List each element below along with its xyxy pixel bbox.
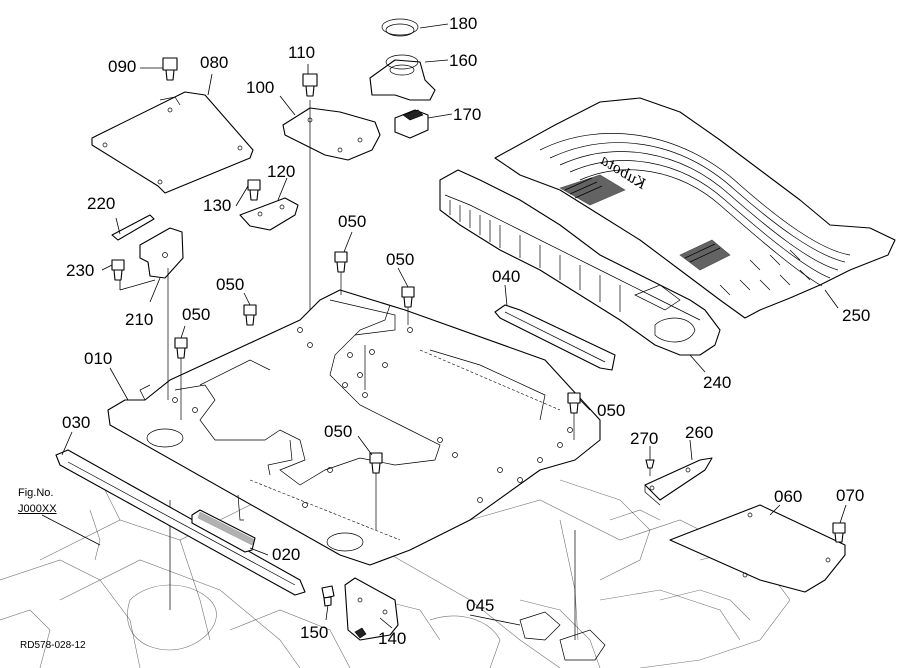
label-part-050-d[interactable]: 050 (182, 305, 211, 324)
label-part-220[interactable]: 220 (87, 194, 116, 213)
bolt-150[interactable] (321, 585, 335, 607)
label-part-180[interactable]: 180 (449, 14, 478, 33)
label-part-050-f[interactable]: 050 (324, 422, 353, 441)
label-part-040[interactable]: 040 (492, 267, 521, 286)
bolt-130[interactable] (247, 179, 261, 201)
label-part-030[interactable]: 030 (62, 413, 91, 432)
leader-lines (41, 23, 847, 629)
bar-020[interactable] (191, 509, 256, 553)
label-part-100[interactable]: 100 (246, 78, 275, 97)
label-part-070[interactable]: 070 (836, 486, 865, 505)
grommet-170[interactable] (394, 109, 429, 139)
bolt-270[interactable] (645, 459, 655, 476)
label-part-250[interactable]: 250 (842, 306, 871, 325)
label-part-090[interactable]: 090 (108, 57, 137, 76)
rail-030[interactable] (55, 449, 306, 596)
label-part-010[interactable]: 010 (84, 349, 113, 368)
plate-120[interactable] (239, 197, 299, 231)
panel-240[interactable] (439, 169, 721, 356)
rod-220[interactable] (111, 214, 155, 241)
plate-100[interactable] (282, 107, 381, 161)
cover-060[interactable] (669, 504, 846, 593)
bracket-210[interactable] (139, 227, 184, 279)
label-part-150[interactable]: 150 (300, 623, 329, 642)
label-part-050-a[interactable]: 050 (338, 212, 367, 231)
fig-ref-title: Fig.No. (18, 487, 54, 499)
bolt-110[interactable] (302, 73, 318, 97)
label-part-270[interactable]: 270 (630, 429, 659, 448)
label-part-080[interactable]: 080 (200, 53, 229, 72)
label-part-160[interactable]: 160 (449, 51, 478, 70)
bolt-070[interactable] (832, 522, 846, 543)
bolt-090[interactable] (162, 57, 178, 81)
bolt-230[interactable] (111, 259, 125, 281)
label-part-050-e[interactable]: 050 (597, 401, 626, 420)
clamp-180[interactable] (381, 18, 419, 37)
label-part-210[interactable]: 210 (125, 310, 154, 329)
bolts-050[interactable] (174, 251, 581, 530)
bar-040[interactable] (494, 304, 616, 371)
drawing-code: RD578-028-12 (20, 640, 86, 651)
bracket-260[interactable] (644, 457, 713, 506)
label-part-110[interactable]: 110 (288, 43, 316, 62)
label-part-120[interactable]: 120 (267, 162, 296, 181)
label-part-240[interactable]: 240 (703, 373, 732, 392)
machine-frame-background (0, 469, 791, 668)
bracket-140[interactable] (344, 577, 399, 641)
label-part-140[interactable]: 140 (378, 629, 407, 648)
label-part-050-b[interactable]: 050 (386, 250, 415, 269)
fig-ref-number[interactable]: J000XX (18, 503, 57, 515)
plate-080[interactable] (91, 91, 254, 194)
label-part-230[interactable]: 230 (66, 261, 95, 280)
label-part-260[interactable]: 260 (685, 423, 714, 442)
bracket-045[interactable] (519, 611, 606, 661)
floor-plate-010[interactable] (107, 289, 601, 566)
label-part-170[interactable]: 170 (453, 105, 482, 124)
floor-mat-250[interactable] (494, 97, 896, 319)
label-part-020[interactable]: 020 (272, 545, 301, 564)
label-part-045[interactable]: 045 (466, 596, 495, 615)
bracket-under-plate (237, 494, 244, 521)
boot-160[interactable] (369, 54, 436, 101)
label-part-060[interactable]: 060 (774, 487, 803, 506)
label-part-130[interactable]: 130 (203, 196, 232, 215)
label-part-050-c[interactable]: 050 (216, 275, 245, 294)
